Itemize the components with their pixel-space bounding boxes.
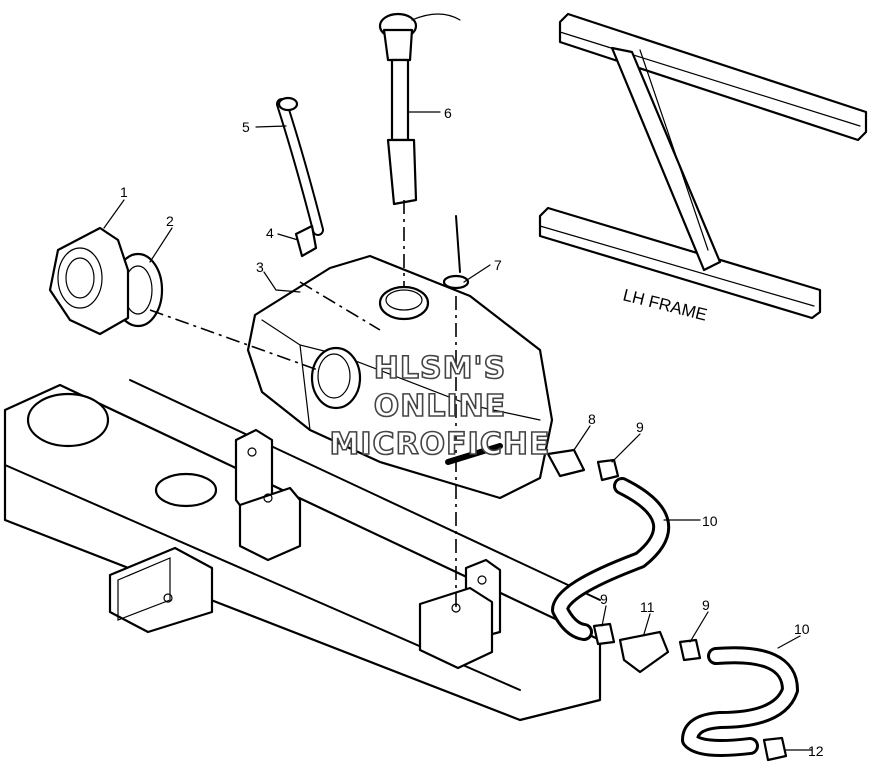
lh-frame-label: LH FRAME xyxy=(621,285,709,324)
fuel-gauge xyxy=(378,12,461,206)
leader-lines xyxy=(103,111,813,751)
watermark-line-1: HLSM'S xyxy=(374,351,506,386)
fuel-filter xyxy=(618,630,670,674)
callout-9-top: 9 xyxy=(636,419,644,435)
watermark: HLSM'S ONLINE MICROFICHE xyxy=(329,350,551,463)
tank-valve xyxy=(442,215,470,290)
callout-9-lower-right: 9 xyxy=(702,597,710,613)
callout-8: 8 xyxy=(588,411,596,427)
tank-bracket-left xyxy=(234,428,302,562)
end-hose-clamp xyxy=(762,736,788,762)
callout-12: 12 xyxy=(808,743,824,759)
fuel-cap xyxy=(48,226,164,336)
callout-numbers: 1 2 3 4 5 6 7 8 9 10 9 11 9 10 12 xyxy=(120,105,824,759)
frame-mount-hole xyxy=(154,472,218,508)
frame-pivot-hole xyxy=(26,392,110,448)
callout-5: 5 xyxy=(242,119,250,135)
callout-2: 2 xyxy=(166,213,174,229)
vent-fitting xyxy=(294,224,318,258)
callout-10-lower: 10 xyxy=(794,621,810,637)
vent-hose xyxy=(276,96,324,258)
outlet-fitting xyxy=(546,448,586,478)
tank-bracket-right xyxy=(418,558,502,670)
callout-10-upper: 10 xyxy=(702,513,718,529)
lh-frame: LH FRAME xyxy=(538,12,868,325)
watermark-line-2: ONLINE xyxy=(374,389,507,424)
callout-11: 11 xyxy=(640,599,655,615)
callout-9-lower-left: 9 xyxy=(600,591,608,607)
callout-4: 4 xyxy=(266,225,274,241)
hose-clamp-lower-left xyxy=(592,622,616,646)
hose-clamp-top xyxy=(596,458,620,482)
callout-7: 7 xyxy=(494,257,502,273)
callout-1: 1 xyxy=(120,184,128,200)
assembly-center-lines xyxy=(149,200,457,610)
hose-clamp-lower-right xyxy=(678,638,702,662)
callout-3: 3 xyxy=(256,259,264,275)
watermark-line-3: MICROFICHE xyxy=(330,427,551,462)
tank-cap-neck xyxy=(310,346,362,410)
fuel-line-assembly xyxy=(546,448,799,762)
callout-6: 6 xyxy=(444,105,452,121)
